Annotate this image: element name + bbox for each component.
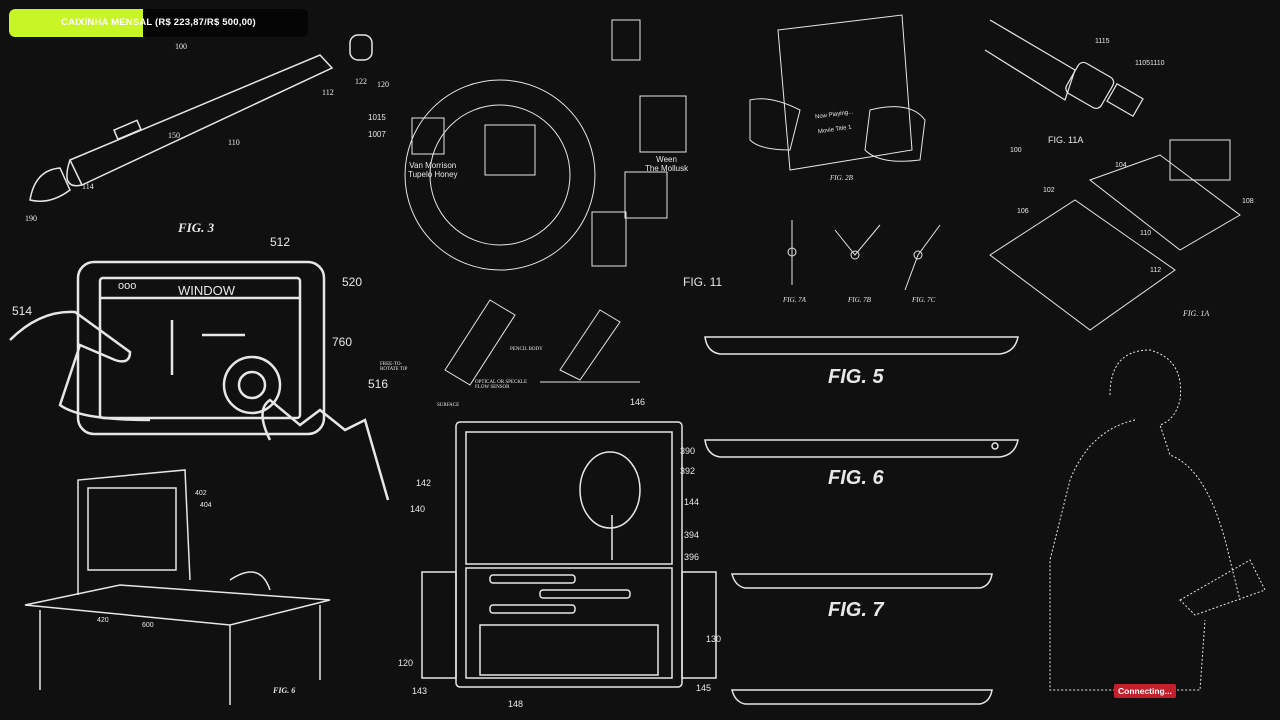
ref-label: 392 <box>680 466 696 476</box>
ref-label: 142 <box>416 478 432 488</box>
ref-label: 394 <box>684 530 700 540</box>
ref-label: 404 <box>200 502 212 509</box>
sensor-label: OPTICAL OR SPECKLE FLOW SENSOR <box>475 380 528 390</box>
ref-label: 514 <box>12 304 33 318</box>
pencil-drawing <box>29 34 373 202</box>
ref-label: 396 <box>684 552 700 562</box>
fig-11-label: FIG. 11 <box>683 275 723 289</box>
ref-label: 420 <box>97 617 109 624</box>
ref-label: 102 <box>1043 187 1055 194</box>
ref-label: 110 <box>228 138 240 147</box>
fig-7c-label: FIG. 7C <box>912 296 936 304</box>
fig-7a-label: FIG. 7A <box>783 296 806 304</box>
ref-label: 760 <box>332 335 353 349</box>
ref-label: 120 <box>398 658 414 668</box>
side-profiles-drawing <box>704 336 1019 705</box>
ref-label: 1110 <box>1150 60 1165 67</box>
ref-label: 143 <box>412 686 428 696</box>
ref-label: 600 <box>142 622 154 629</box>
ref-label: 104 <box>1115 162 1127 169</box>
fig-5-label: FIG. 5 <box>828 366 884 388</box>
ref-label: 150 <box>168 131 180 140</box>
sensor-label: FREE-TO-ROTATE TIP <box>380 362 408 372</box>
hinges-drawing <box>787 220 941 291</box>
pencil-sensor-drawing <box>444 299 640 386</box>
hands-tablet-drawing <box>749 14 926 171</box>
album-caption: Ween The Mollusk <box>645 155 689 173</box>
album-caption: Van Morrison Tupelo Honey <box>408 161 458 179</box>
tablet-window-drawing <box>9 260 390 501</box>
ref-label: 512 <box>270 235 291 249</box>
fig-7b-label: FIG. 7B <box>848 296 871 304</box>
ref-label: 402 <box>195 490 207 497</box>
fig-6-small-label: FIG. 6 <box>273 686 296 695</box>
sensor-label: SURFACE <box>437 403 460 408</box>
ref-label: 110 <box>1140 230 1152 237</box>
window-title: WINDOW <box>178 283 236 298</box>
ref-label: 122 <box>355 77 367 86</box>
desk-tablet-drawing <box>24 469 331 705</box>
ref-label: 145 <box>696 683 712 693</box>
donation-goal-bar: CAIXINHA MENSAL (R$ 223,87/R$ 500,00) <box>9 9 308 37</box>
ref-label: 520 <box>342 275 363 289</box>
album-ring-drawing <box>404 19 687 271</box>
ref-label: 108 <box>1242 198 1254 205</box>
ref-label: 130 <box>706 634 722 644</box>
ref-label: 1015 <box>368 113 386 122</box>
fig-3-label: FIG. 3 <box>178 220 215 235</box>
ref-label: 100 <box>1010 147 1022 154</box>
ref-label: 114 <box>82 182 94 191</box>
donation-goal-label: CAIXINHA MENSAL (R$ 223,87/R$ 500,00) <box>61 17 256 28</box>
dual-screen-drawing <box>421 421 717 688</box>
ref-label: 1115 <box>1095 38 1110 45</box>
donation-goal-fill <box>9 9 143 37</box>
connection-status-badge: Connecting... <box>1114 684 1176 698</box>
ref-label: 106 <box>1017 208 1029 215</box>
ref-label: 1007 <box>368 130 386 139</box>
connector-drawing <box>984 19 1144 117</box>
fig-6-label: FIG. 6 <box>828 467 884 489</box>
fig-2b-label: FIG. 2B <box>830 174 853 182</box>
fig-1a-label: FIG. 1A <box>1183 309 1210 318</box>
ref-label: 120 <box>377 80 389 89</box>
ref-label: 112 <box>1150 267 1162 274</box>
man-with-tablet-drawing <box>1049 349 1266 691</box>
fig-7-label: FIG. 7 <box>828 599 884 621</box>
fig-11a-label: FIG. 11A <box>1048 135 1084 145</box>
window-dots: ooo <box>118 280 137 292</box>
ref-label: 146 <box>630 397 646 407</box>
sensor-label: PENCIL BODY <box>510 347 543 352</box>
ref-label: 100 <box>175 42 187 51</box>
ref-label: 112 <box>322 88 334 97</box>
ref-label: 1105 <box>1135 60 1151 67</box>
ref-label: 190 <box>25 214 37 223</box>
ref-label: 144 <box>684 497 700 507</box>
ref-label: 140 <box>410 504 426 514</box>
smart-cover-drawing <box>989 139 1241 331</box>
ref-label: 148 <box>508 699 524 709</box>
ref-label: 390 <box>680 446 696 456</box>
ref-label: 516 <box>368 377 389 391</box>
